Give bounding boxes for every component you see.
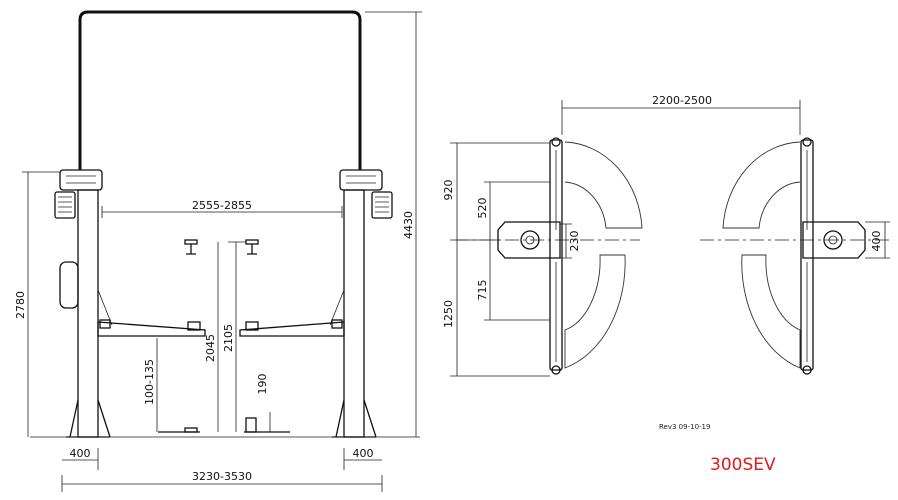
dim-715: 715 [476, 280, 489, 301]
overhead-frame [78, 10, 362, 170]
left-pad-raised [187, 321, 201, 331]
dim-column-left: 400 [70, 447, 91, 460]
front-view [22, 10, 422, 492]
left-carriage-top [59, 169, 103, 191]
right-motor [371, 191, 393, 219]
dim-adapter-range: 100-135 [143, 359, 156, 405]
model-label: 300SEV [710, 455, 776, 475]
right-column [343, 189, 365, 438]
dim-outer-width: 3230-3530 [192, 470, 252, 483]
right-column-base [802, 221, 866, 259]
left-column [77, 189, 99, 438]
dim-1250: 1250 [442, 300, 455, 328]
power-unit [59, 261, 79, 309]
left-adapter-top [184, 239, 198, 245]
dim-arm-span: 2200-2500 [652, 94, 712, 107]
right-arm-pin [331, 319, 343, 329]
left-arm [97, 321, 206, 337]
left-arm-pad-bottom [551, 365, 561, 375]
left-column-base [497, 221, 561, 259]
left-motor [54, 191, 76, 219]
right-arm-pad-top [802, 137, 812, 147]
right-arm-pad-bottom [802, 365, 812, 375]
dim-230: 230 [568, 231, 581, 252]
dim-height-total: 4430 [402, 211, 415, 239]
left-arm-pin [99, 319, 111, 329]
left-swing-arc-bottom [564, 254, 626, 369]
dim-min-height: 190 [256, 374, 269, 395]
dim-max-lift: 2105 [222, 324, 235, 352]
revision-label: Rev3 09-10-19 [659, 423, 710, 431]
right-arm-pair [800, 139, 814, 371]
right-swing-arc-bottom [741, 254, 801, 369]
right-pad-raised [245, 321, 259, 331]
dim-920: 920 [442, 180, 455, 201]
dim-inner-width: 2555-2855 [192, 199, 252, 212]
left-arm-pad-top [551, 137, 561, 147]
right-adapter-top [245, 239, 259, 245]
left-arm-pair [549, 139, 563, 371]
dim-400: 400 [870, 231, 883, 252]
dim-max-lift-inner: 2045 [204, 334, 217, 362]
right-swing-arc-top [722, 141, 801, 229]
right-carriage-top [339, 169, 383, 191]
dim-520: 520 [476, 198, 489, 219]
right-column-post [823, 230, 843, 250]
left-swing-arc-top [564, 141, 643, 229]
top-view [450, 100, 890, 377]
dim-column-right: 400 [353, 447, 374, 460]
right-adapter-low [245, 417, 257, 433]
right-arm [239, 321, 345, 337]
dim-column-height: 2780 [14, 291, 27, 319]
